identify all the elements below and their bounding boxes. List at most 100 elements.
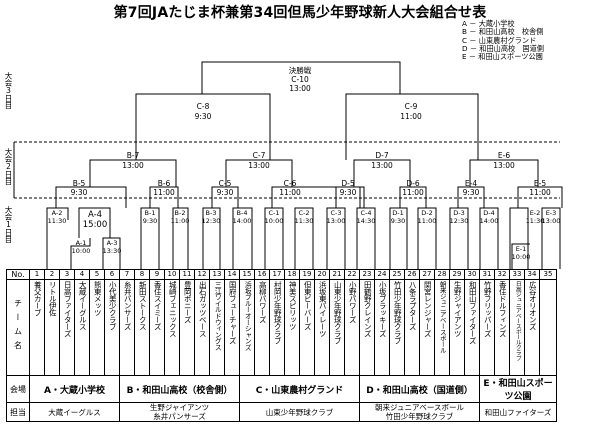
d1-time: 11:30: [294, 217, 314, 225]
qf-time: 13:00: [493, 161, 515, 170]
team-name: 広谷オリオンズ: [528, 281, 538, 330]
d1-time: 13:00: [541, 217, 561, 225]
d1-time: 14:30: [356, 217, 376, 225]
d1-code: A-2: [51, 209, 63, 217]
semifinal-code: C-9: [404, 102, 418, 111]
team-name: 出石ガッツベース: [198, 281, 208, 337]
d1-code: D-3: [453, 209, 465, 217]
r16-bracket-c5: [211, 186, 239, 208]
qf-bracket-b7: [89, 159, 177, 187]
team-name-header: チーム名: [13, 298, 23, 355]
venue-a: A・大蔵小学校: [29, 375, 120, 403]
team-name: 新田ストークス: [138, 281, 148, 330]
team-number: 25: [389, 269, 405, 280]
charge-header: 担当: [6, 402, 30, 422]
r16-time: 11:00: [279, 188, 301, 197]
d1-bracket-b3: [202, 207, 221, 269]
r16-code: E-4: [464, 179, 478, 188]
qf-bracket-d7: [353, 159, 411, 187]
team-number: 22: [344, 269, 360, 280]
charge-b-1: 生野ジャイアンツ: [149, 403, 210, 413]
team-name: 熊東メッツ: [93, 281, 103, 316]
qf-code: D-7: [375, 151, 389, 160]
d1-code: D-1: [392, 209, 404, 217]
r16-time: 9:30: [70, 188, 88, 197]
r16-time: 9:30: [462, 188, 480, 197]
r16-bracket-b6: [149, 186, 179, 208]
team-name: 香住ドルフィンズ: [498, 281, 508, 337]
team-name: 香住スイミーズ: [153, 281, 163, 330]
charge-b: 生野ジャイアンツ 糸井パンサーズ: [119, 402, 240, 422]
d1-time: 12:30: [201, 217, 221, 225]
charge-e: 和田山ファイターズ: [479, 402, 557, 422]
team-name: 竹田少年野球クラブ: [393, 281, 403, 344]
r16-code: B-6: [157, 179, 171, 188]
r16-code: C-5: [218, 179, 232, 188]
team-number: 26: [404, 269, 420, 280]
d1-code: B-1: [144, 209, 156, 217]
team-name: 三江ワイルドウィングス: [213, 281, 222, 351]
team-number: 28: [434, 269, 450, 280]
team-number: 3: [59, 269, 75, 280]
r16-time: 11:00: [153, 188, 175, 197]
r16-bracket-d6: [399, 186, 427, 208]
team-name: 和田山ファイターズ: [468, 281, 478, 344]
d1-code: E-2: [529, 209, 541, 217]
venue-legend-item: A － 大蔵小学校: [462, 19, 515, 28]
qf-bracket-c7: [225, 159, 293, 187]
d1-time: 13:00: [326, 217, 346, 225]
team-number: 1: [29, 269, 45, 280]
team-number: 35: [539, 269, 557, 280]
d1-bracket-b4: [232, 207, 253, 269]
venue-d: D・和田山高校（国道側）: [359, 375, 480, 403]
d1-bracket-e3: [541, 207, 561, 269]
team-name: 八条ラプターズ: [408, 281, 418, 330]
team-name: 関宮レンジャーズ: [423, 281, 433, 337]
r16-time: 11:00: [402, 188, 424, 197]
team-number: 27: [419, 269, 435, 280]
team-name: 浜坂ブルーオーシャンズ: [243, 281, 252, 351]
venue-header: 会場: [6, 375, 30, 403]
semifinal-time: 11:00: [400, 112, 422, 121]
final-label: 決勝戦: [288, 66, 312, 75]
r16-time: 11:00: [529, 188, 551, 197]
team-number: 13: [209, 269, 225, 280]
d1-time: 9:30: [142, 217, 158, 225]
team-number: 2: [44, 269, 60, 280]
d1-bracket-a1: [70, 238, 91, 269]
team-number: 15: [239, 269, 255, 280]
qf-code: B-7: [126, 151, 140, 160]
d1-bracket-c3: [326, 207, 346, 269]
d1-code: C-4: [360, 209, 372, 217]
d1-bracket-d3: [449, 207, 469, 269]
qf-bracket-e6: [469, 159, 539, 187]
team-number: 7: [119, 269, 135, 280]
team-number: 24: [374, 269, 390, 280]
d1-bracket-c1: [264, 207, 284, 269]
team-name: 生野ジャイアンツ: [453, 281, 463, 337]
team-number: 6: [104, 269, 120, 280]
r16-bracket-e4: [457, 186, 485, 208]
d1-time: 11:30: [47, 217, 67, 225]
d1-code: C-2: [298, 209, 310, 217]
d1-code: A-1: [75, 239, 87, 247]
final-time: 13:00: [289, 84, 311, 93]
team-number: 14: [224, 269, 240, 280]
d1-bracket-b2: [172, 207, 189, 269]
d1-bracket-e2: [509, 207, 529, 269]
semifinal-bracket-c8: [135, 93, 271, 160]
venue-legend-item: B － 和田山高校 校舎側: [462, 27, 544, 37]
charge-c: 山東少年野球クラブ: [239, 402, 360, 422]
team-number: 23: [359, 269, 375, 280]
team-number: 12: [194, 269, 210, 280]
d1-code: C-3: [330, 209, 342, 217]
d1-time: 11:00: [170, 217, 190, 225]
team-number: 31: [479, 269, 495, 280]
team-number: 11: [179, 269, 195, 280]
qf-time: 13:00: [122, 161, 144, 170]
d1-time: 11:30: [525, 217, 545, 225]
r16-code: C-6: [283, 179, 297, 188]
d1-time: 13:30: [102, 247, 122, 255]
team-number: 32: [494, 269, 510, 280]
r16-code: D-6: [406, 179, 420, 188]
